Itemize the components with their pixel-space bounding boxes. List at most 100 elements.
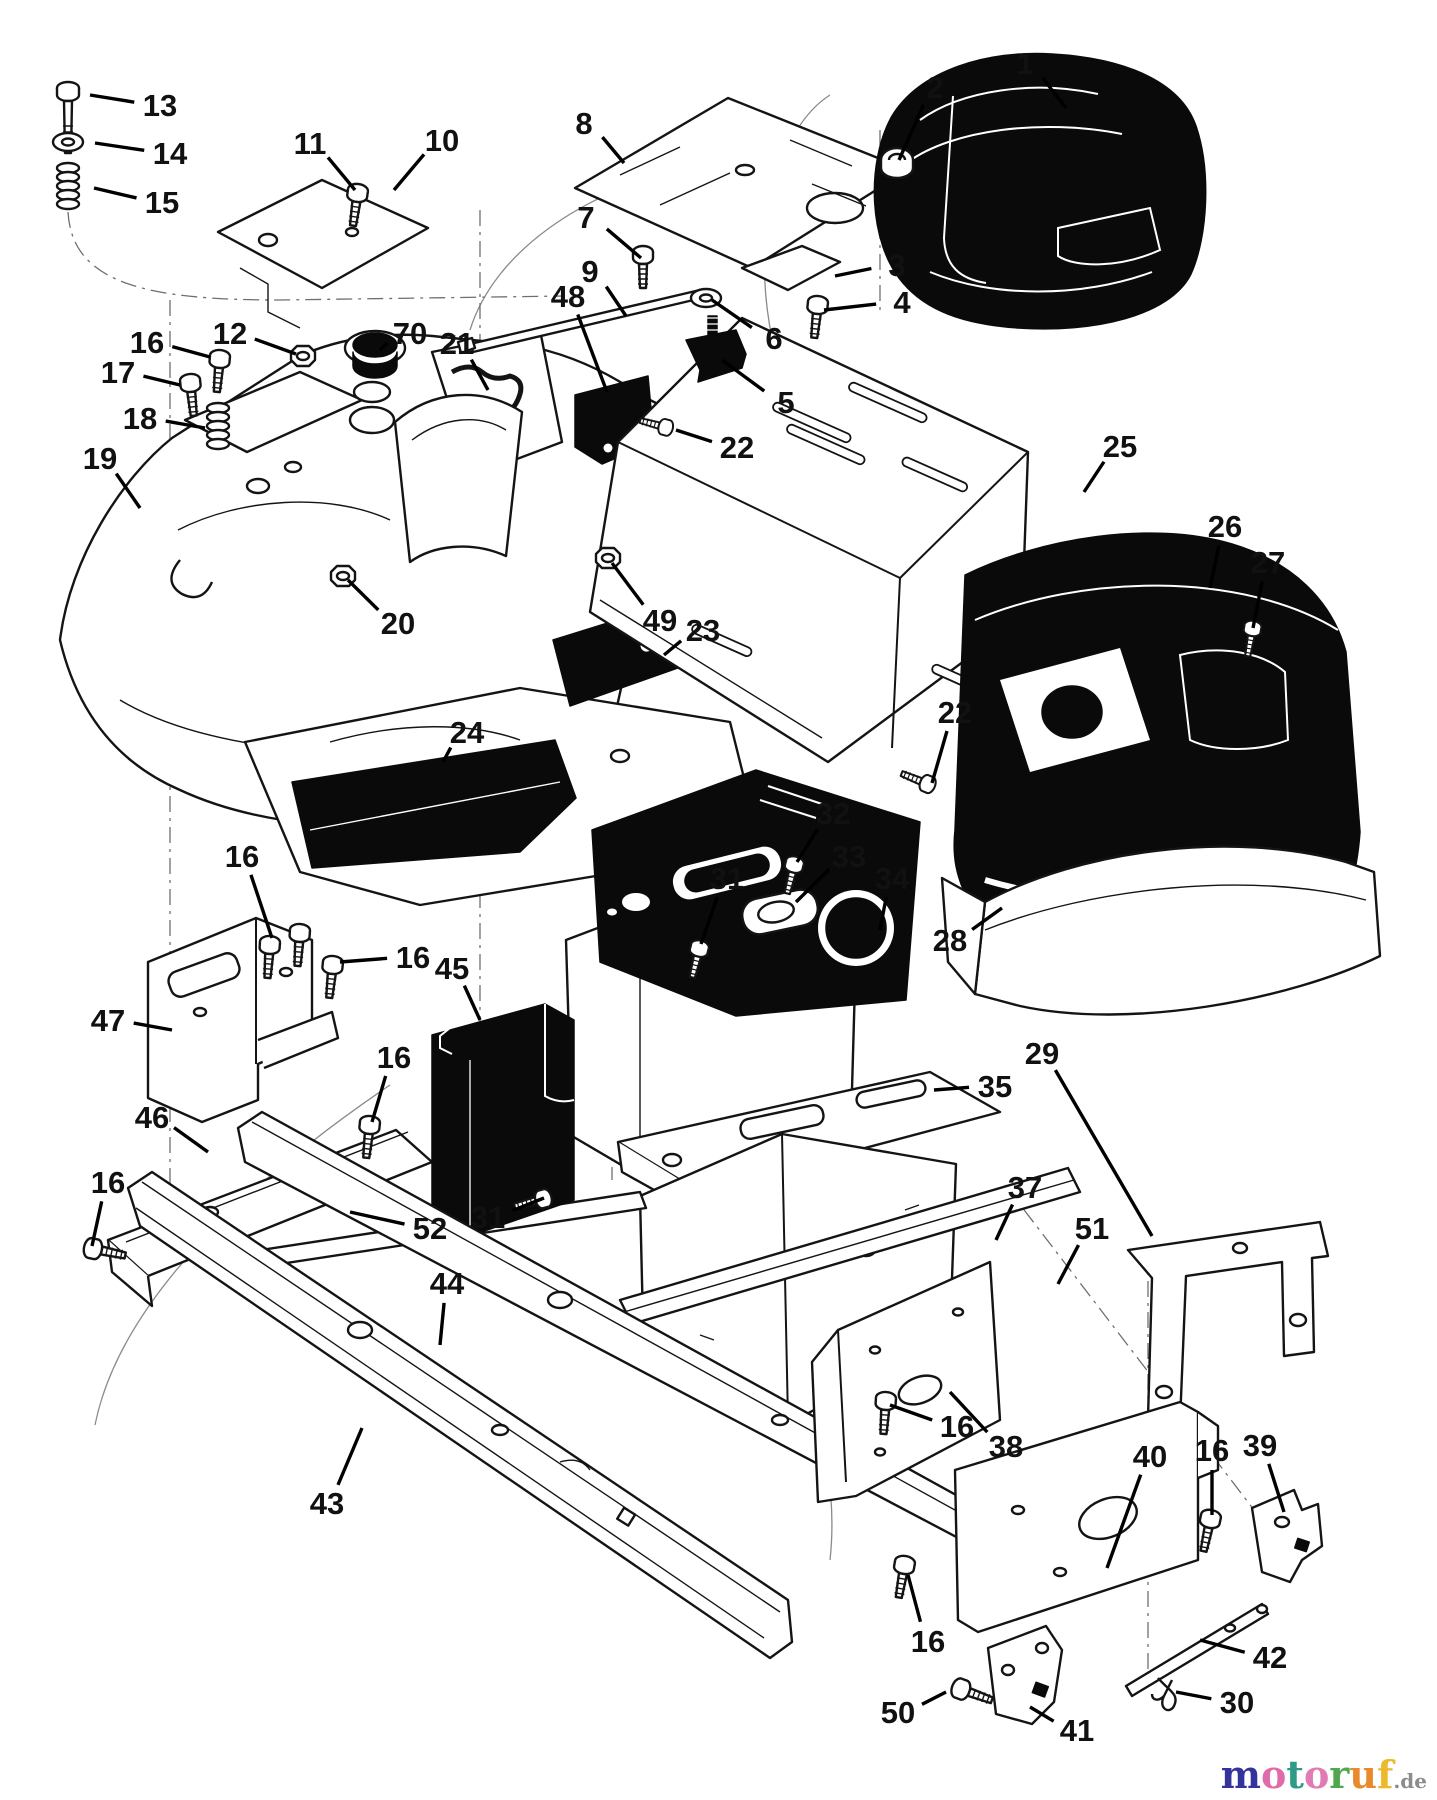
callout-label-70-22: 70 — [393, 316, 427, 351]
callout-label-37-38: 37 — [1008, 1170, 1042, 1205]
watermark-logo: motoruf.de — [1221, 1756, 1427, 1794]
callout-label-16-55: 16 — [396, 940, 430, 975]
leader-line-14-13 — [94, 141, 145, 153]
leader-line-27-27 — [1251, 581, 1264, 629]
leader-line-37-38 — [994, 1203, 1015, 1241]
callout-label-21-20: 21 — [440, 326, 474, 361]
callout-label-26-26: 26 — [1208, 509, 1242, 544]
callout-label-15-14: 15 — [145, 185, 179, 220]
leader-line-2-1 — [897, 104, 926, 161]
frame-rail-inner-44 — [236, 1110, 1007, 1562]
callout-label-23-23: 23 — [686, 613, 720, 648]
fuel-cap — [343, 329, 407, 404]
callout-label-5-4: 5 — [777, 385, 794, 420]
leader-line-19-18 — [114, 472, 142, 509]
callout-label-19-18: 19 — [83, 441, 117, 476]
leader-line-38-39 — [948, 1390, 989, 1434]
callout-label-52-53: 52 — [413, 1211, 447, 1246]
leader-line-30-31 — [1175, 1690, 1212, 1701]
callout-label-41-42: 41 — [1060, 1713, 1094, 1748]
leader-line-7-6 — [605, 227, 643, 260]
watermark-word: motoruf — [1221, 1752, 1394, 1797]
callout-label-16-15: 16 — [130, 325, 164, 360]
seat — [873, 52, 1207, 330]
leader-line-8-7 — [601, 136, 626, 165]
leader-line-16-60 — [889, 1403, 933, 1422]
leader-line-9-8 — [604, 285, 628, 317]
callout-label-4-3: 4 — [893, 285, 911, 320]
leader-line-1-0 — [1041, 76, 1068, 110]
watermark-letter-f: f — [1376, 1752, 1394, 1797]
callout-label-16-58: 16 — [1195, 1433, 1229, 1468]
support-plate-35 — [616, 1070, 1002, 1220]
leader-line-70-22 — [378, 341, 389, 352]
leader-line-17-16 — [143, 374, 181, 387]
leader-line-40-41 — [1105, 1474, 1143, 1569]
callout-label-16-60: 16 — [940, 1409, 974, 1444]
callout-label-50-51: 50 — [881, 1695, 915, 1730]
leader-line-29-30 — [1053, 1069, 1154, 1237]
leader-line-52-53 — [349, 1210, 405, 1226]
leader-line-21-20 — [469, 358, 490, 391]
leader-line-23-23 — [662, 639, 683, 657]
callout-label-16-54: 16 — [225, 839, 259, 874]
callout-label-18-17: 18 — [123, 401, 157, 436]
leader-line-13-12 — [89, 93, 135, 104]
watermark-letter-t: t — [1286, 1752, 1304, 1797]
callout-label-9-8: 9 — [581, 254, 598, 289]
leader-line-12-11 — [254, 337, 297, 356]
watermark-letter-m: m — [1220, 1752, 1262, 1797]
leader-line-6-5 — [711, 298, 753, 329]
leader-line-16-57 — [90, 1201, 104, 1247]
cotter-pin-30 — [1150, 1677, 1177, 1712]
hood — [588, 316, 1030, 764]
callout-label-31-33: 31 — [471, 1200, 505, 1235]
leader-line-11-10 — [326, 156, 357, 192]
callout-label-22-28: 22 — [938, 695, 972, 730]
console-trim — [393, 328, 564, 564]
callout-label-6-5: 6 — [765, 321, 782, 356]
leader-line-31-32 — [699, 896, 720, 945]
leader-line-41-42 — [1029, 1705, 1055, 1723]
leader-line-25-25 — [1082, 460, 1106, 493]
adjust-rod — [456, 288, 704, 355]
callout-label-17-16: 17 — [101, 355, 135, 390]
callout-label-35-37: 35 — [978, 1069, 1012, 1104]
callout-label-45-46: 45 — [435, 951, 469, 986]
callout-label-31-32: 31 — [710, 861, 744, 896]
leader-line-50-51 — [921, 1690, 947, 1706]
callout-label-42-43: 42 — [1253, 1640, 1287, 1675]
watermark-suffix: .de — [1393, 1769, 1427, 1793]
callout-label-51-52: 51 — [1075, 1211, 1109, 1246]
watermark-letter-u: u — [1349, 1752, 1377, 1797]
callout-label-20-19: 20 — [381, 606, 415, 641]
latch-bracket-39 — [1250, 1488, 1324, 1584]
leader-line-10-9 — [392, 153, 426, 192]
lift-rod-42 — [1124, 1602, 1270, 1698]
leader-line-16-56 — [370, 1075, 388, 1123]
callout-label-38-39: 38 — [989, 1429, 1023, 1464]
leader-line-5-4 — [720, 358, 766, 393]
callout-label-16-57: 16 — [91, 1165, 125, 1200]
mount-plate-40 — [953, 1400, 1220, 1634]
callout-label-34-36: 34 — [875, 861, 910, 896]
leader-line-16-15 — [171, 344, 211, 359]
leader-line-51-52 — [1056, 1244, 1081, 1285]
leader-line-45-46 — [462, 984, 482, 1021]
callout-label-1-0: 1 — [1016, 46, 1033, 81]
u-bracket-29 — [1126, 1220, 1330, 1424]
leader-line-33-35 — [794, 867, 831, 904]
leader-line-24-24 — [441, 746, 453, 763]
callout-label-13-12: 13 — [143, 88, 177, 123]
callout-label-44-45: 44 — [430, 1266, 465, 1301]
leader-line-46-47 — [173, 1126, 209, 1154]
callout-label-14-13: 14 — [153, 136, 188, 171]
callout-label-46-47: 46 — [135, 1100, 169, 1135]
hardware — [51, 80, 1264, 1711]
leader-line-34-36 — [878, 897, 888, 931]
callout-label-40-41: 40 — [1133, 1439, 1167, 1474]
leader-line-3-2 — [834, 266, 872, 278]
